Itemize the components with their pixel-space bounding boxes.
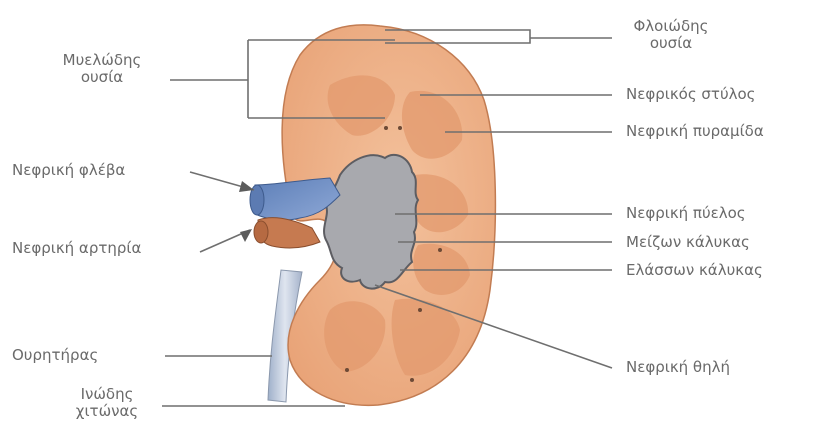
- label-renal-pyramid: Νεφρική πυραμίδα: [626, 123, 764, 140]
- label-renal-papilla: Νεφρική θηλή: [626, 359, 730, 376]
- label-minor-calyx: Ελάσσων κάλυκας: [626, 262, 763, 279]
- label-cortex: Φλοιώδης ουσία: [616, 18, 726, 52]
- label-fibrous-capsule: Ινώδης χιτώνας: [62, 386, 152, 420]
- label-renal-artery: Νεφρική αρτηρία: [12, 240, 141, 257]
- label-renal-vein: Νεφρική φλέβα: [12, 162, 125, 179]
- arrowheads: [239, 181, 254, 242]
- label-medulla: Μυελώδης ουσία: [42, 52, 162, 86]
- label-renal-pelvis: Νεφρική πύελος: [626, 205, 746, 222]
- label-renal-column: Νεφρικός στύλος: [626, 86, 756, 103]
- label-major-calyx: Μείζων κάλυκας: [626, 234, 750, 251]
- renal-artery-opening: [254, 221, 268, 243]
- label-ureter: Ουρητήρας: [12, 347, 98, 364]
